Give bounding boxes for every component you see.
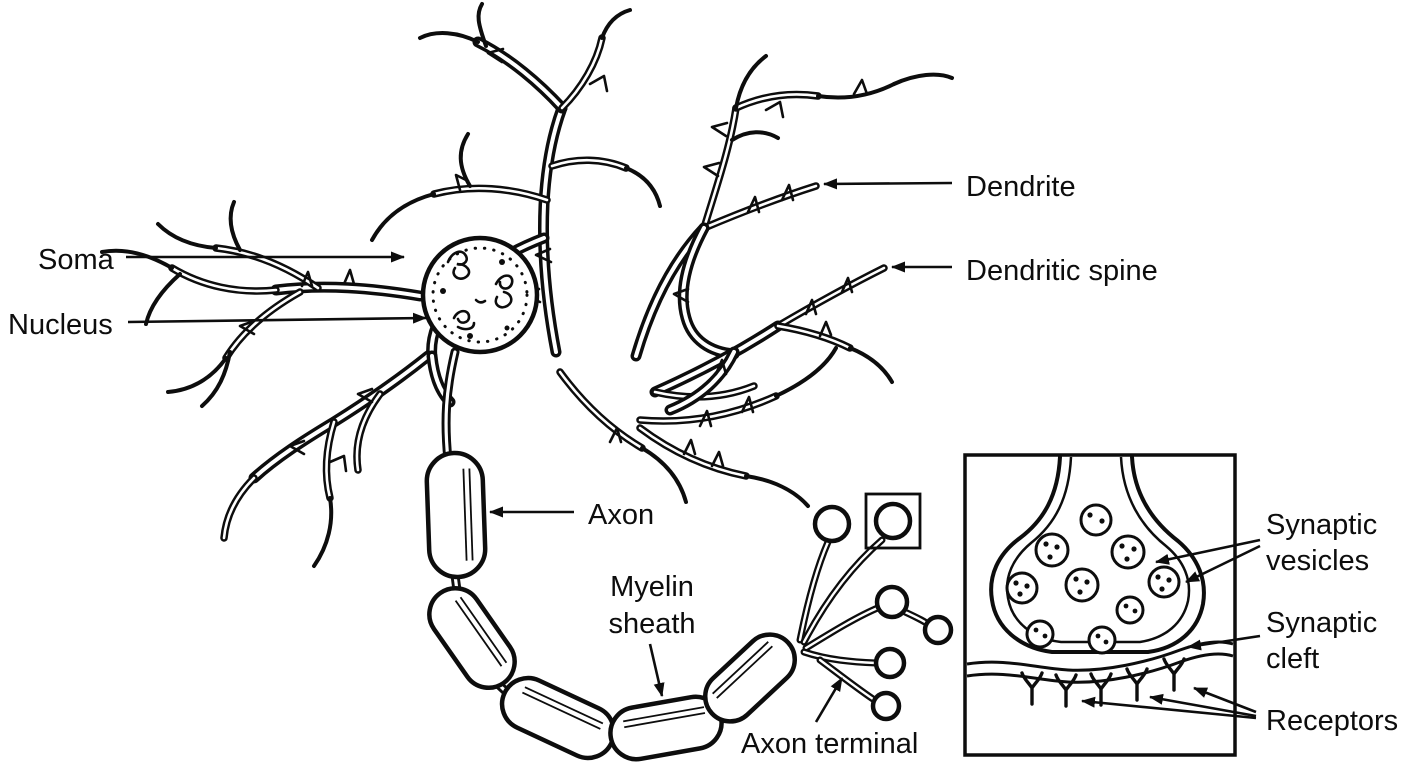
arrow-receptors-3 xyxy=(1193,686,1257,714)
presynaptic-terminal xyxy=(989,455,1206,654)
arrow-receptors-2 xyxy=(1149,693,1257,718)
label-synaptic-vesicles-line2: vesicles xyxy=(1266,545,1369,577)
arrow-myelin-sheath xyxy=(648,643,665,697)
label-axon-terminal: Axon terminal xyxy=(741,728,918,760)
label-nucleus: Nucleus xyxy=(8,309,113,341)
arrow-nucleus xyxy=(127,312,427,324)
myelin-segment xyxy=(427,585,517,691)
label-dendritic-spine: Dendritic spine xyxy=(966,255,1158,287)
synaptic-vesicle xyxy=(1115,595,1145,625)
label-myelin-sheath-line2: sheath xyxy=(608,608,695,640)
receptor xyxy=(1054,673,1078,708)
nucleus-outline xyxy=(420,235,540,355)
terminal-bulb xyxy=(873,501,913,541)
soma-group xyxy=(420,235,540,355)
dendrite-twigs xyxy=(100,2,954,568)
label-soma: Soma xyxy=(38,244,115,276)
terminal-bulb xyxy=(873,646,907,680)
label-synaptic-cleft-line2: cleft xyxy=(1266,643,1319,675)
terminal-bulb xyxy=(812,504,852,544)
receptor xyxy=(1020,671,1044,706)
synaptic-vesicle xyxy=(1025,619,1055,649)
annotations-group: Soma Nucleus Dendrite Dendritic spine Ax… xyxy=(8,171,1398,760)
synaptic-vesicle xyxy=(1005,571,1039,605)
terminal-bulb xyxy=(922,614,954,646)
arrow-dendrite xyxy=(823,178,953,190)
chromatin xyxy=(440,250,514,339)
synaptic-vesicle xyxy=(1079,503,1113,537)
myelin-segment xyxy=(499,675,617,761)
arrow-synaptic-vesicles-2 xyxy=(1185,544,1261,584)
receptors-group xyxy=(1020,657,1186,708)
synaptic-vesicle xyxy=(1110,534,1146,570)
arrow-axon-terminal xyxy=(814,677,844,723)
arrow-synaptic-cleft xyxy=(1187,634,1261,651)
axon-terminal-group xyxy=(800,492,954,722)
dendritic-spines xyxy=(238,47,869,473)
dendrites-group xyxy=(100,2,954,568)
myelin-segment xyxy=(703,632,797,724)
receptor xyxy=(1162,657,1186,692)
myelin-segment xyxy=(424,450,488,580)
arrow-synaptic-vesicles-1 xyxy=(1155,538,1261,565)
synaptic-vesicle xyxy=(1087,625,1117,655)
synaptic-vesicle xyxy=(1034,532,1070,568)
terminal-bulb xyxy=(874,584,910,620)
myelin-sheath-group xyxy=(424,450,797,762)
label-receptors: Receptors xyxy=(1266,705,1398,737)
terminal-bulb xyxy=(870,690,902,722)
label-synaptic-cleft-line1: Synaptic xyxy=(1266,607,1377,639)
label-dendrite: Dendrite xyxy=(966,171,1076,203)
label-myelin-sheath-line1: Myelin xyxy=(610,571,694,603)
arrow-receptors-1 xyxy=(1081,696,1257,720)
synapse-inset-group xyxy=(963,453,1237,757)
label-axon: Axon xyxy=(588,499,654,531)
synaptic-vesicle xyxy=(1147,565,1181,599)
nucleus-membrane-dots xyxy=(431,246,529,344)
synaptic-vesicle xyxy=(1064,567,1100,603)
terminal-zoom-box xyxy=(864,492,922,550)
label-synaptic-vesicles-line1: Synaptic xyxy=(1266,509,1377,541)
receptor xyxy=(1125,667,1149,702)
